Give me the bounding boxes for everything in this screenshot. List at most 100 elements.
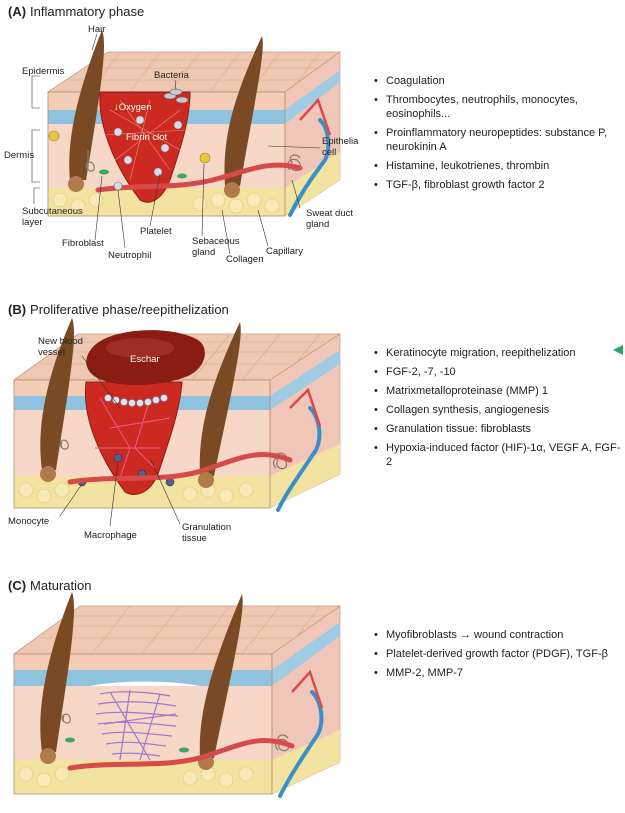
leader-lines	[31, 33, 321, 255]
leader-lines	[59, 355, 181, 527]
bullet-item: Keratinocyte migration, reepithelization	[372, 346, 622, 360]
label-bacteria: Bacteria	[154, 70, 190, 81]
new-blood-vessels	[95, 397, 171, 479]
capillary-vessel	[95, 162, 303, 193]
side-basal-layer	[270, 350, 340, 410]
hair-follicle-2	[198, 472, 214, 488]
bullet-item: Hypoxia-induced factor (HIF)-1α, VEGF A,…	[372, 441, 622, 469]
label-subcutaneous-layer: layer	[22, 217, 43, 228]
neutrophil-cell	[113, 181, 123, 191]
triangle-marker-icon	[613, 345, 623, 355]
panel-letter: (C)	[8, 578, 27, 593]
label-hair: Hair	[88, 24, 105, 35]
label-oxygen: ↓Oxygen	[114, 102, 152, 113]
hair-shaft-1	[69, 30, 105, 180]
label-monocyte: Monocyte	[8, 516, 49, 527]
label-platelet: Platelet	[140, 226, 172, 237]
panel-title-text: Inflammatory phase	[30, 4, 145, 19]
vein-vessel	[288, 118, 331, 217]
basal-layer-front	[14, 670, 272, 686]
proliferative-skin-diagram: New blood vessel Eschar Monocyte Macroph…	[8, 318, 342, 544]
bullet-item: Matrixmetalloproteinase (MMP) 1	[372, 384, 622, 398]
migrating-keratinocytes	[104, 394, 168, 407]
side-capillary	[291, 669, 324, 709]
inflammatory-skin-diagram: Hair Epidermis Bacteria ↓Oxygen Fibrin c…	[4, 24, 359, 265]
bacteria-cluster	[163, 88, 189, 104]
bullet-list-maturation: Myofibroblasts → wound contraction Plate…	[372, 628, 622, 685]
label-granulation: Granulation	[182, 522, 231, 533]
label-epithelia: Epithelia	[322, 136, 359, 147]
platelet-cells	[113, 115, 183, 177]
surface-texture	[70, 51, 330, 93]
fat-cells	[18, 766, 254, 788]
hair-follicle-1	[68, 176, 84, 192]
hair-shaft-1	[40, 318, 75, 470]
maturation-skin-diagram	[12, 592, 342, 798]
bullet-item: TGF-β, fibroblast growth factor 2	[372, 178, 622, 192]
bullet-item: MMP-2, MMP-7	[372, 666, 622, 680]
panel-maturation: (C)Maturation	[0, 574, 625, 813]
panel-letter: (A)	[8, 4, 27, 19]
bullet-item: Myofibroblasts → wound contraction	[372, 628, 622, 642]
bullet-item: Platelet-derived growth factor (PDGF), T…	[372, 647, 622, 661]
fibroblast-cell-2	[177, 173, 187, 179]
bullet-item: FGF-2, -7, -10	[372, 365, 622, 379]
bullet-item: Collagen synthesis, angiogenesis	[372, 403, 622, 417]
sebaceous-gland-1	[48, 130, 60, 142]
label-new-blood-vessel: vessel	[38, 347, 65, 358]
label-epithelia-cell: cell	[322, 147, 336, 158]
bullet-item: Coagulation	[372, 74, 622, 88]
label-fibrin-clot: Fibrin clot	[126, 132, 168, 143]
bullet-item: Granulation tissue: fibroblasts	[372, 422, 622, 436]
surface-texture	[40, 605, 326, 655]
fat-cells	[52, 192, 280, 214]
label-neutrophil: Neutrophil	[108, 250, 151, 261]
capillary-vessel	[67, 452, 293, 485]
bullet-item: Thrombocytes, neutrophils, monocytes, eo…	[372, 93, 622, 121]
fibroblast-cell-2	[179, 747, 189, 753]
panel-title: (A)Inflammatory phase	[8, 4, 144, 19]
hair-follicle-2	[224, 182, 240, 198]
fibrin-mesh	[104, 99, 186, 181]
panel-title-text: Proliferative phase/reepithelization	[30, 302, 229, 317]
label-new-blood: New blood	[38, 336, 83, 347]
side-basal-layer	[285, 70, 340, 124]
hair-shaft-2	[199, 322, 241, 476]
capillary-vessel	[67, 738, 295, 771]
eschar-highlight	[106, 338, 174, 358]
hair-follicle-1	[40, 748, 56, 764]
label-epidermis: Epidermis	[22, 66, 64, 77]
bullet-item: Histamine, leukotrienes, thrombin	[372, 159, 622, 173]
granulation-tissue	[84, 381, 183, 496]
label-sweat-duct: Sweat duct	[306, 208, 353, 219]
panel-letter: (B)	[8, 302, 27, 317]
label-macrophage: Macrophage	[84, 530, 137, 541]
front-outline	[13, 653, 273, 795]
label-sebaceous: Sebaceous	[192, 236, 240, 247]
sebaceous-gland-2	[199, 152, 211, 164]
subcutaneous-front	[48, 188, 285, 216]
bullet-item: Proinflammatory neuropeptides: substance…	[372, 126, 622, 154]
hair-shaft-2	[199, 594, 243, 758]
scar-collagen	[95, 689, 179, 761]
hair-shaft-1	[40, 592, 75, 752]
fibroblast-cell	[65, 737, 75, 743]
bullet-list-proliferative: Keratinocyte migration, reepithelization…	[372, 346, 622, 474]
label-sweat-duct-gland: gland	[306, 219, 329, 230]
panel-title-text: Maturation	[30, 578, 92, 593]
hair-shaft-2	[224, 36, 263, 186]
hair-follicle-1	[40, 466, 56, 482]
label-eschar: Eschar	[130, 354, 160, 365]
side-capillary	[299, 97, 332, 136]
side-basal-layer	[272, 622, 340, 686]
label-granulation-tissue: tissue	[182, 533, 207, 544]
side-capillary	[289, 387, 322, 427]
vein-vessel	[278, 690, 324, 798]
panel-proliferative-phase: (B)Proliferative phase/reepithelization	[0, 298, 625, 560]
panel-title: (C)Maturation	[8, 578, 91, 593]
label-dermis: Dermis	[4, 150, 34, 161]
label-sebaceous-gland: gland	[192, 247, 215, 258]
label-subcutaneous: Subcutaneous	[22, 206, 83, 217]
bullet-list-inflammatory: Coagulation Thrombocytes, neutrophils, m…	[372, 74, 622, 197]
epidermis-front	[14, 654, 272, 670]
